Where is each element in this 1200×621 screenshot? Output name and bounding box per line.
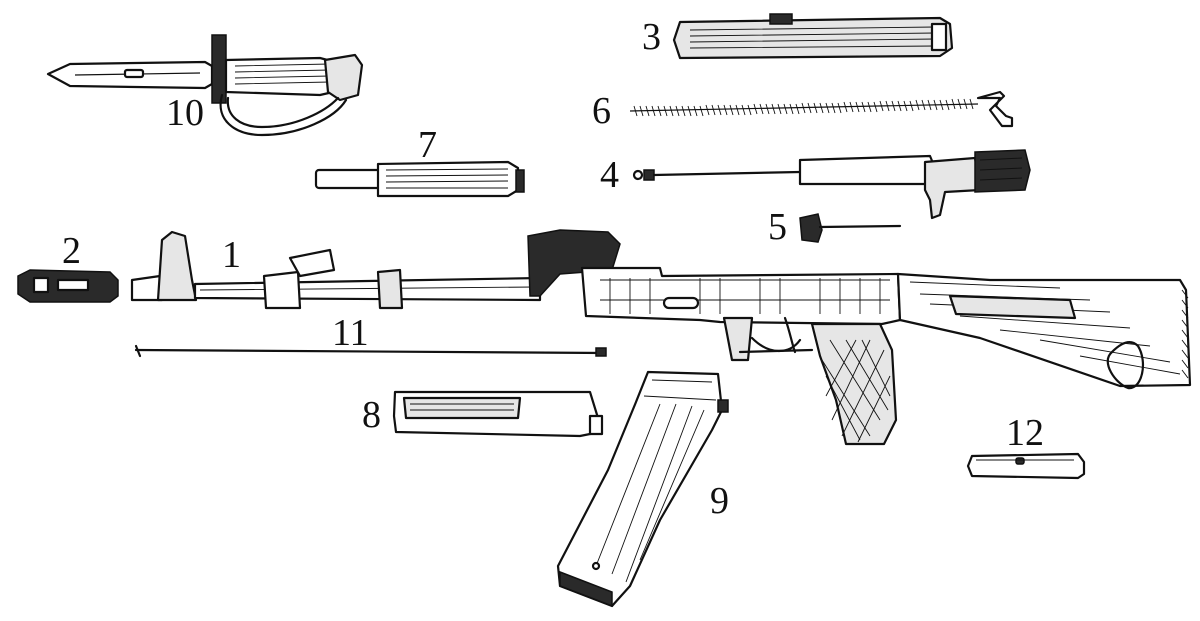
label-10: 10 [166,92,204,134]
label-3: 3 [642,16,661,58]
part-1-rifle [130,229,1192,446]
label-11: 11 [332,312,369,354]
label-5: 5 [768,206,787,248]
label-1: 1 [222,234,241,276]
label-7: 7 [418,124,437,166]
part-9-magazine [556,370,729,608]
label-4: 4 [600,154,619,196]
label-6: 6 [592,90,611,132]
label-12: 12 [1006,412,1044,454]
label-9: 9 [710,480,729,522]
part-10-bayonet [46,34,364,137]
part-8-lower-handguard [392,390,604,438]
part-5-bolt [799,213,902,243]
part-11-cleaning-rod [134,344,607,358]
part-2-muzzle-brake [17,269,119,303]
label-8: 8 [362,394,381,436]
part-12-cleaning-kit [966,452,1086,480]
label-2: 2 [62,230,81,272]
part-6-spring [629,90,1014,128]
part-3 [672,13,954,60]
part-4-bolt-carrier [632,149,1031,220]
part-7-handguard [314,160,525,198]
